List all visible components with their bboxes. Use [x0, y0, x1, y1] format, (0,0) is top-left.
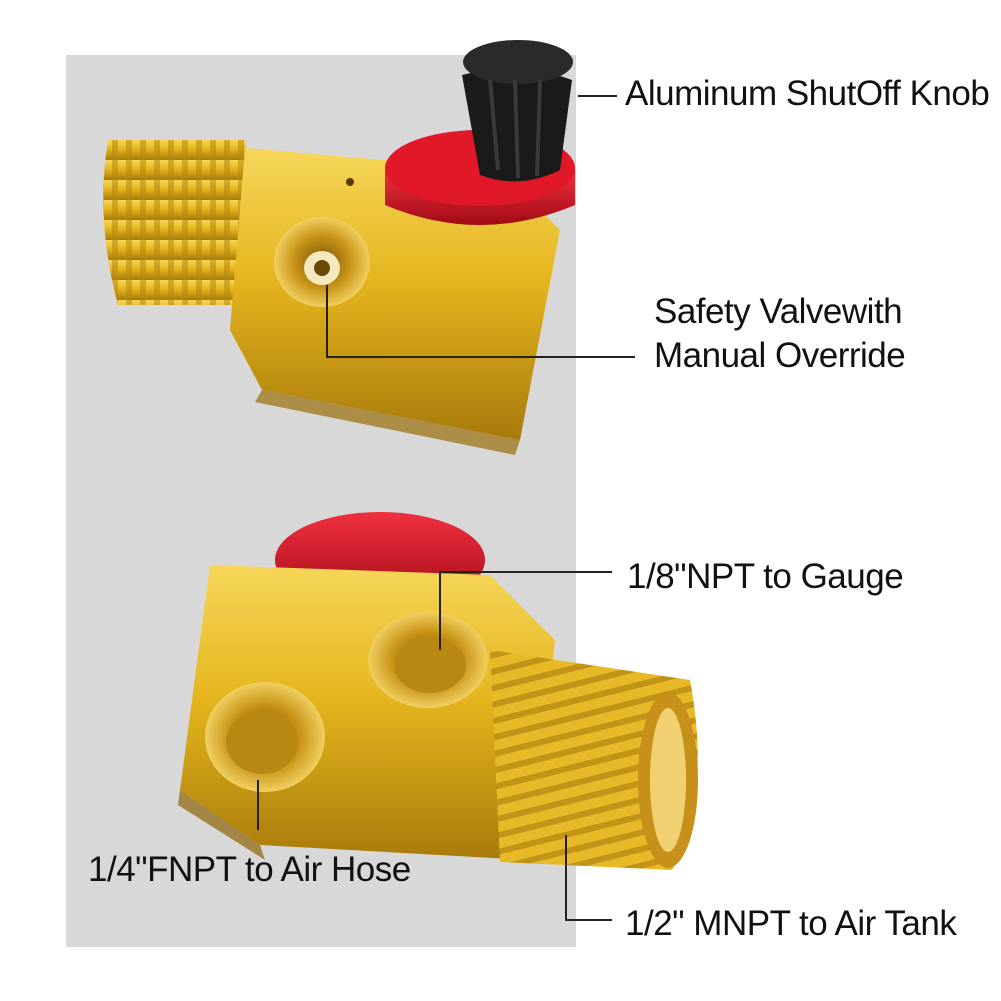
- shutoff-knob-label: Aluminum ShutOff Knob: [625, 74, 990, 113]
- leader-lines: [257, 95, 635, 921]
- top-fitting: [103, 40, 575, 455]
- air-hose-port-label: 1/4"FNPT to Air Hose: [88, 850, 411, 889]
- air-tank-port-label: 1/2" MNPT to Air Tank: [625, 904, 957, 943]
- leader-safety-valve: [326, 285, 635, 358]
- safety-valve-label: Safety Valvewith Manual Override: [654, 292, 906, 375]
- leader-gauge: [439, 571, 612, 650]
- gauge-port-label: 1/8"NPT to Gauge: [627, 557, 904, 596]
- leader-air-tank: [565, 835, 612, 921]
- bottom-fitting: [178, 512, 698, 870]
